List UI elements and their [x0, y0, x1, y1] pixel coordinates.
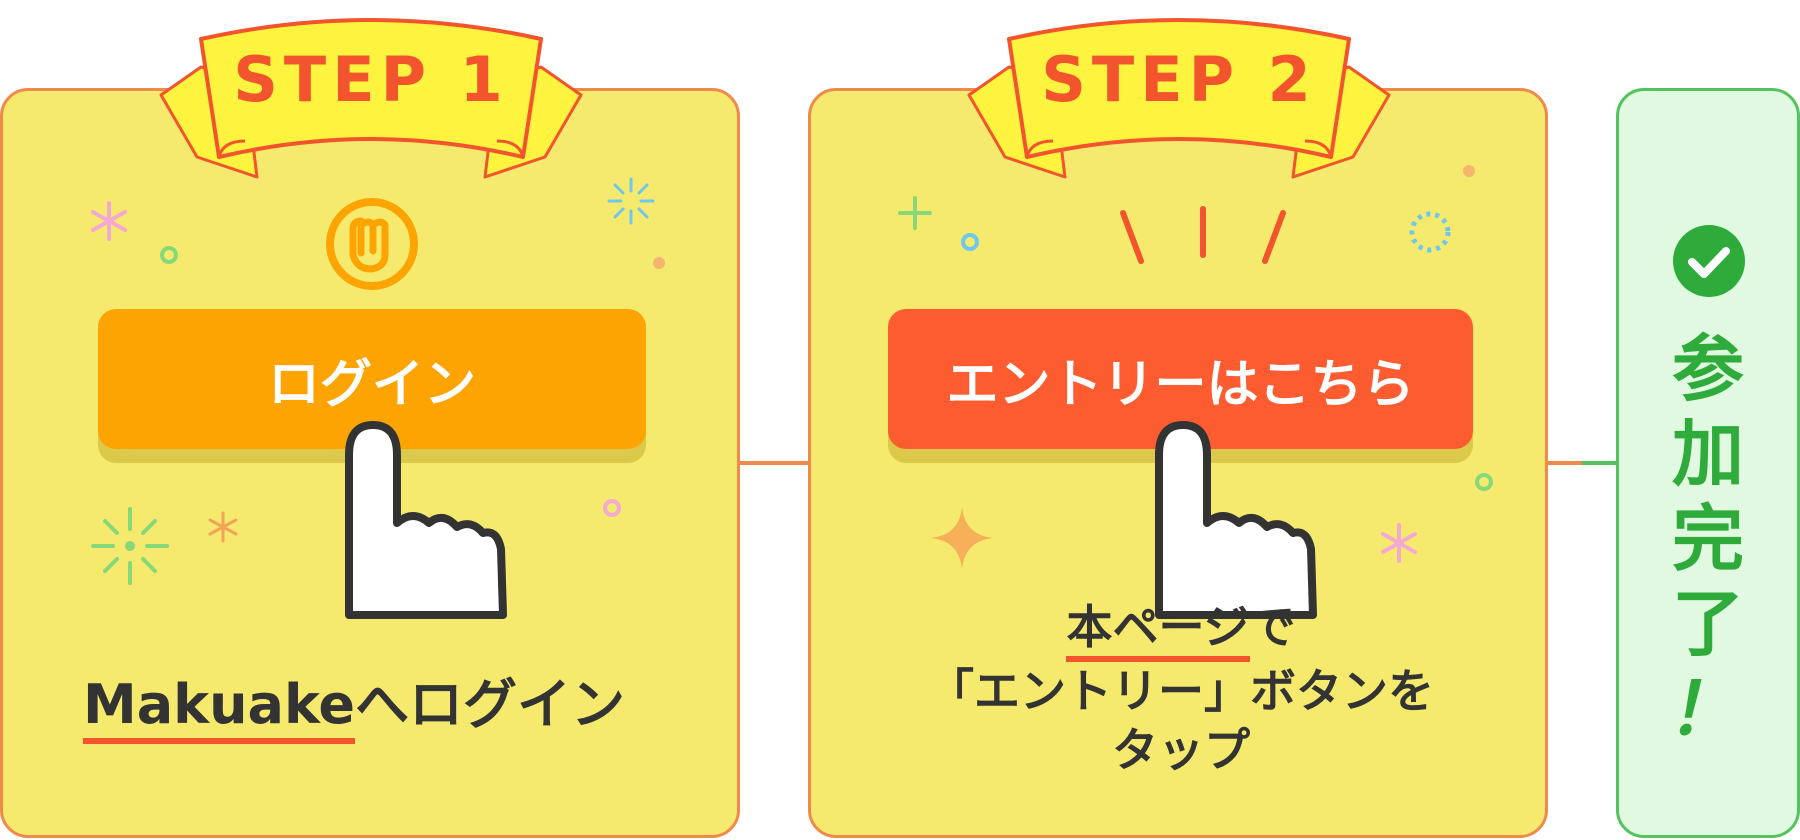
- makuake-logo-icon: [326, 198, 418, 290]
- complete-char-1: 参: [1671, 327, 1744, 411]
- dotted-ring-icon: [1409, 211, 1451, 253]
- step2-caption: 本ページで 「エントリー」ボタンを タップ: [811, 599, 1551, 780]
- step1-ribbon: STEP 1: [159, 9, 583, 189]
- asterisk-icon: [208, 511, 238, 543]
- step2-caption-line1-rest: で: [1249, 600, 1296, 654]
- connector-line-2: [1548, 461, 1616, 465]
- complete-text: 参 加 完 了 ！: [1619, 327, 1797, 752]
- complete-char-3: 完: [1671, 496, 1744, 581]
- sparkle-star-icon: [91, 201, 127, 241]
- ribbon-banner-icon: [159, 18, 583, 179]
- tap-hand-icon: [1155, 421, 1317, 619]
- small-ring-icon: [961, 233, 979, 251]
- attention-lines-icon: [1120, 206, 1286, 264]
- small-dot-icon: [1463, 165, 1475, 177]
- ribbon-banner-icon: [967, 18, 1391, 179]
- complete-char-4: 了: [1671, 581, 1744, 666]
- this-page-text: 本ページ: [1066, 600, 1250, 662]
- step1-caption-rest: へログイン: [355, 673, 626, 736]
- tap-hand-icon: [345, 421, 507, 619]
- small-ring-icon: [1475, 473, 1493, 491]
- small-dot-icon: [653, 257, 665, 269]
- complete-char-2: 加: [1671, 411, 1744, 496]
- small-ring-icon: [603, 499, 621, 517]
- step2-caption-line1: 本ページで: [811, 599, 1551, 662]
- check-circle-icon: [1673, 225, 1745, 297]
- login-button-label: ログイン: [267, 354, 476, 415]
- brand-name: Makuake: [83, 673, 356, 744]
- step2-caption-line2: 「エントリー」ボタンを: [928, 663, 1434, 718]
- step1-card: STEP 1 ログイン Makuakeへログイン: [0, 18, 740, 838]
- four-point-sparkle-icon: [931, 507, 993, 569]
- step2-card: STEP 2 エントリーはこちら 本ページで 「エントリー」ボタンを タップ: [808, 18, 1551, 838]
- complete-card: 参 加 完 了 ！: [1616, 88, 1800, 838]
- connector-line-1: [740, 461, 808, 465]
- plus-icon: [898, 196, 932, 230]
- complete-exclamation: ！: [1663, 666, 1754, 751]
- entry-button-label: エントリーはこちら: [946, 354, 1415, 415]
- step2-label: STEP 2: [1041, 43, 1317, 116]
- firework-icon: [91, 507, 169, 585]
- burst-icon: [607, 177, 655, 225]
- step2-ribbon: STEP 2: [967, 9, 1391, 189]
- step2-caption-line3: タップ: [1112, 723, 1250, 777]
- step1-label: STEP 1: [233, 43, 509, 116]
- small-circle-icon: [160, 246, 178, 264]
- step1-caption: Makuakeへログイン: [83, 671, 626, 744]
- sparkle-star-icon: [1381, 523, 1417, 563]
